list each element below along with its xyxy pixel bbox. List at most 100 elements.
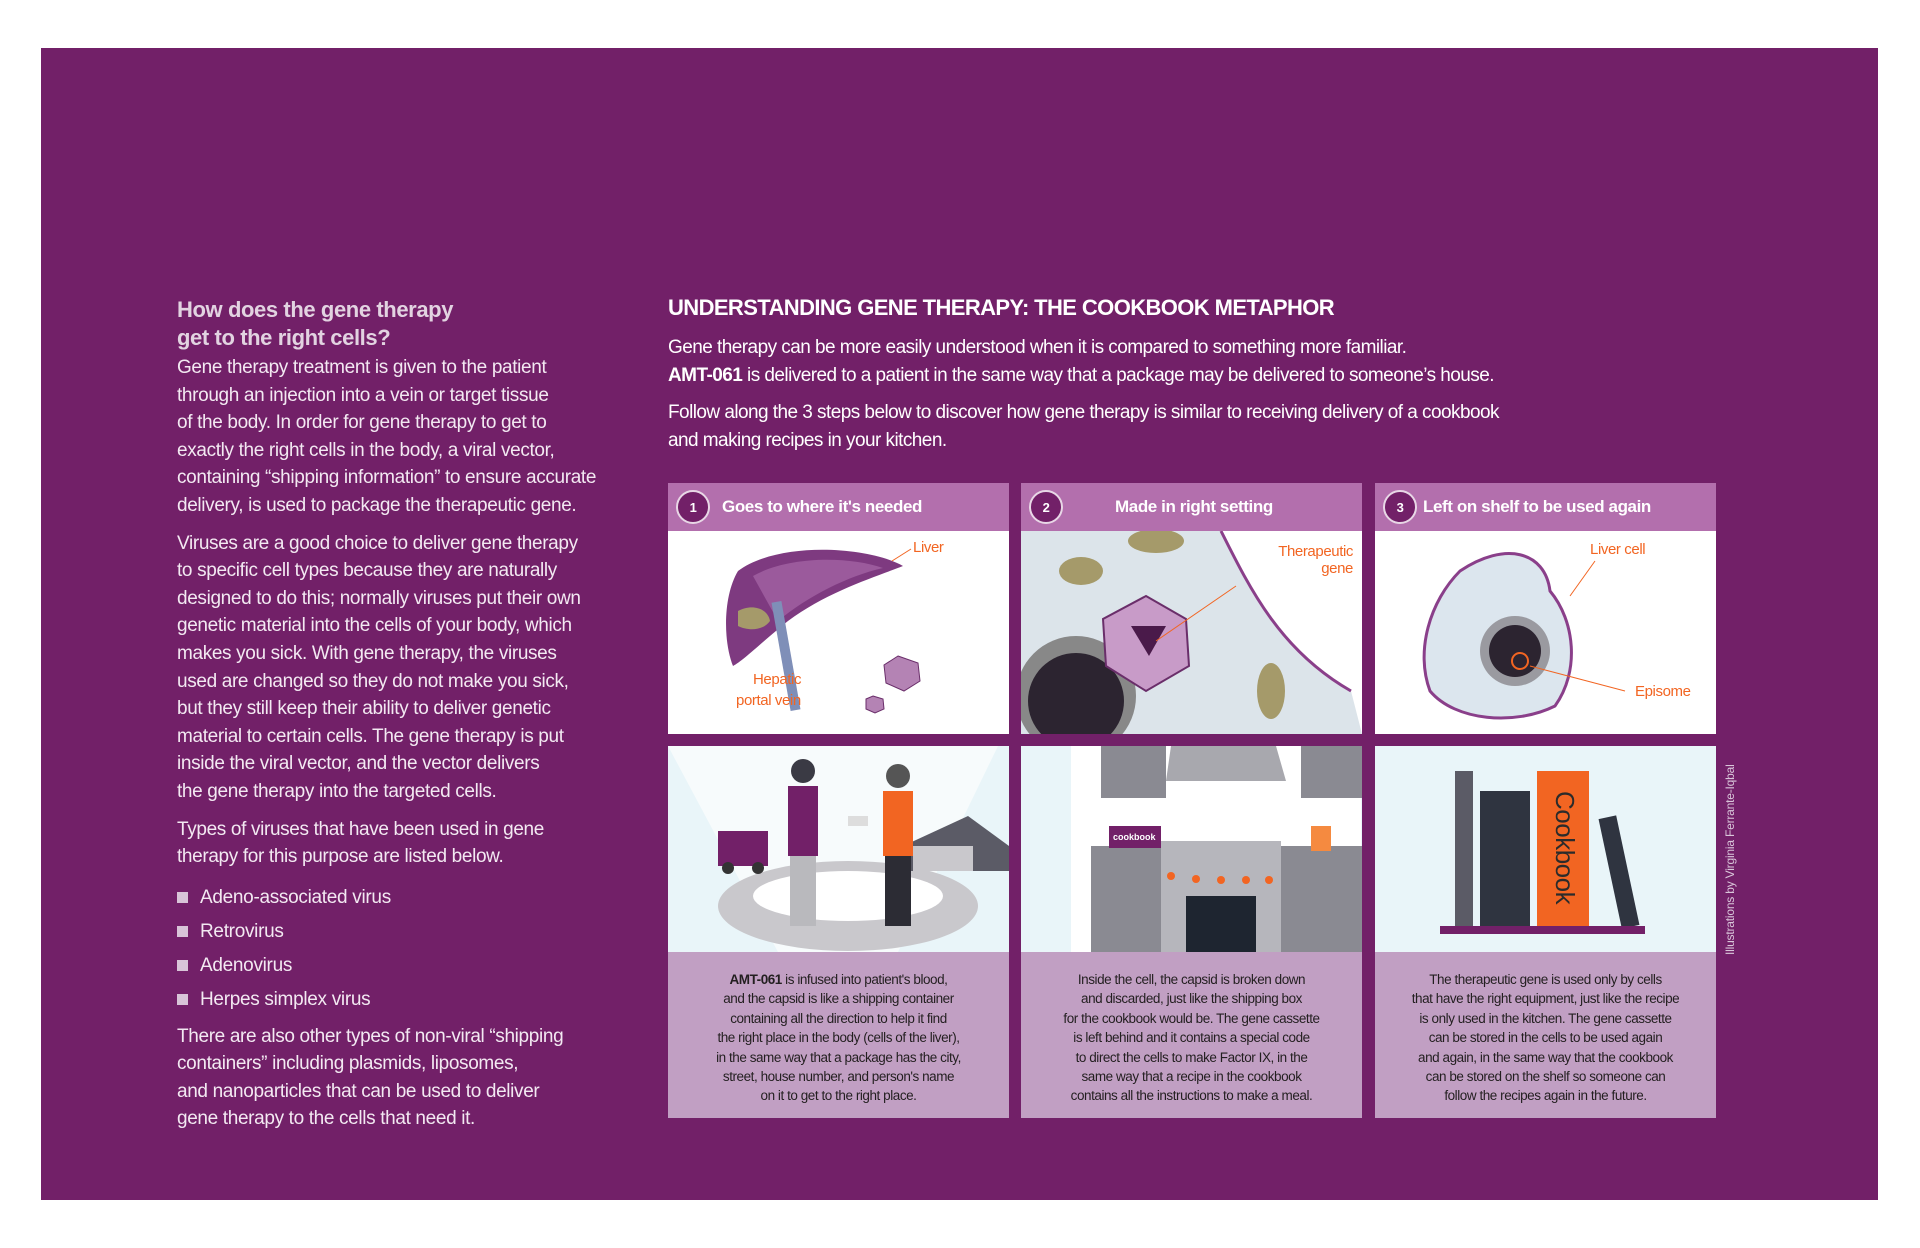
list-item-label: Herpes simplex virus <box>200 988 371 1010</box>
text-line: genetic material into the cells of your … <box>177 615 572 637</box>
left-heading: How does the gene therapy get to the rig… <box>177 296 647 352</box>
text-line: and making recipes in your kitchen. <box>668 430 947 451</box>
bookshelf-illustration: Cookbook <box>1375 746 1716 952</box>
step-caption: The therapeutic gene is used only by cel… <box>1375 952 1716 1118</box>
text-line: is only used in the kitchen. The gene ca… <box>1419 1010 1672 1026</box>
right-column: UNDERSTANDING GENE THERAPY: THE COOKBOOK… <box>668 292 1728 464</box>
text-line: and the capsid is like a shipping contai… <box>723 991 954 1007</box>
step-caption: Inside the cell, the capsid is broken do… <box>1021 952 1362 1118</box>
bookshelf-icon <box>1440 771 1645 934</box>
square-bullet-icon <box>177 960 188 972</box>
caption-lines: The therapeutic gene is used only by cel… <box>1375 970 1716 1106</box>
text-line: containing all the direction to help it … <box>730 1010 947 1026</box>
label-liver: Liver <box>913 539 944 556</box>
text-line: that have the right equipment, just like… <box>1411 991 1680 1007</box>
text-line: There are also other types of non-viral … <box>177 1025 564 1047</box>
list-item-label: Adeno-associated virus <box>200 886 391 908</box>
label-liver-cell: Liver cell <box>1590 541 1646 558</box>
square-bullet-icon <box>177 994 188 1006</box>
intro-paragraph: Gene therapy can be more easily understo… <box>668 334 1728 390</box>
delivery-illustration <box>668 746 1009 952</box>
divider <box>668 734 1009 746</box>
list-item: Herpes simplex virus <box>177 983 647 1017</box>
virus-list: Adeno-associated virus Retrovirus Adenov… <box>177 881 647 1017</box>
intro-line: Gene therapy can be more easily understo… <box>668 337 1407 358</box>
text-line: used are changed so they do not make you… <box>177 670 569 692</box>
text-line: Inside the cell, the capsid is broken do… <box>1077 972 1306 987</box>
step-3-card: 3 Left on shelf to be used again Liver c… <box>1375 483 1716 1118</box>
text-line: material to certain cells. The gene ther… <box>177 725 564 747</box>
caption-lines: Inside the cell, the capsid is broken do… <box>1021 970 1362 1106</box>
step-caption: AMT-061 is infused into patient's blood,… <box>668 952 1009 1118</box>
text-line: The therapeutic gene is used only by cel… <box>1429 972 1662 987</box>
text-line: the gene therapy into the targeted cells… <box>177 780 497 802</box>
left-column: How does the gene therapy get to the rig… <box>177 296 647 1143</box>
paragraph-viruses: Viruses are a good choice to deliver gen… <box>177 530 647 806</box>
text-line: in the same way that a package has the c… <box>716 1049 961 1065</box>
text-line: therapy for this purpose are listed belo… <box>177 846 504 868</box>
text-line: Follow along the 3 steps below to discov… <box>668 402 1500 423</box>
cookbook-spine-label: Cookbook <box>1550 791 1580 905</box>
text-line: through an injection into a vein or targ… <box>177 384 549 406</box>
text-line: inside the viral vector, and the vector … <box>177 753 540 775</box>
page-title: UNDERSTANDING GENE THERAPY: THE COOKBOOK… <box>668 295 1335 320</box>
text-line: exactly the right cells in the body, a v… <box>177 439 555 461</box>
intro-text: is delivered to a patient in the same wa… <box>742 365 1495 386</box>
text-line: follow the recipes again in the future. <box>1444 1088 1647 1104</box>
heading-line: get to the right cells? <box>177 325 391 350</box>
text-line: but they still keep their ability to del… <box>177 698 551 720</box>
text-line: the right place in the body (cells of th… <box>717 1030 960 1046</box>
intro-line: AMT-061 is delivered to a patient in the… <box>668 362 1728 390</box>
label-hepatic-portal-vein: portal vein <box>736 692 801 709</box>
label-hepatic-portal-vein: Hepatic <box>753 671 802 688</box>
delivery-person-icon <box>668 746 1009 952</box>
text-line: on it to get to the right place. <box>760 1088 917 1104</box>
text-line: of the body. In order for gene therapy t… <box>177 412 547 434</box>
heading-line: How does the gene therapy <box>177 297 454 322</box>
text-line: makes you sick. With gene therapy, the v… <box>177 642 557 664</box>
kitchen-illustration: cookbook <box>1021 746 1362 952</box>
illustration-credit: Illustrations by Virginia Ferrante-Iqbal <box>1723 764 1737 955</box>
list-item: Retrovirus <box>177 915 647 949</box>
step-number-badge: 2 <box>1029 490 1063 524</box>
text-line: Viruses are a good choice to deliver gen… <box>177 532 578 554</box>
caption-lines: and the capsid is like a shipping contai… <box>668 989 1009 1105</box>
list-item: Adeno-associated virus <box>177 881 647 915</box>
step-title: Left on shelf to be used again <box>1423 497 1651 516</box>
caption-line: AMT-061 is infused into patient's blood, <box>668 970 1009 989</box>
cookbook-box-label: cookbook <box>1113 832 1156 842</box>
text-line: and discarded, just like the shipping bo… <box>1081 991 1302 1007</box>
step-header: 3 Left on shelf to be used again <box>1375 483 1716 531</box>
list-item-label: Adenovirus <box>200 954 293 976</box>
text-line: street, house number, and person's name <box>722 1069 955 1085</box>
text-line: same way that a recipe in the cookbook <box>1081 1069 1302 1085</box>
paragraph-non-viral: There are also other types of non-viral … <box>177 1023 647 1133</box>
list-item: Adenovirus <box>177 949 647 983</box>
list-item-label: Retrovirus <box>200 920 284 942</box>
text-line: gene therapy to the cells that need it. <box>177 1108 475 1130</box>
text-line: designed to do this; normally viruses pu… <box>177 587 581 609</box>
step-1-card: 1 Goes to where it's needed Liver Hepati… <box>668 483 1009 1118</box>
step-number-badge: 1 <box>676 490 710 524</box>
text-line: for the cookbook would be. The gene cass… <box>1063 1010 1320 1026</box>
label-episome: Episome <box>1635 683 1691 700</box>
text-line: Types of viruses that have been used in … <box>177 818 544 840</box>
label-line: gene <box>1321 560 1353 577</box>
text-line: containing “shipping information” to ens… <box>177 467 597 489</box>
step-title: Made in right setting <box>1115 497 1273 516</box>
liver-cell-icon <box>1422 552 1626 720</box>
step-title: Goes to where it's needed <box>722 497 922 516</box>
liver-illustration: Liver Hepatic portal vein <box>668 531 1009 734</box>
text-line: and nanoparticles that can be used to de… <box>177 1080 540 1102</box>
text-line: can be stored on the shelf so someone ca… <box>1425 1069 1666 1085</box>
caption-text: is infused into patient's blood, <box>781 972 948 987</box>
paragraph-delivery: Gene therapy treatment is given to the p… <box>177 354 647 520</box>
liver-icon <box>726 548 921 714</box>
capsid-icon <box>1021 531 1362 734</box>
step-header: 2 Made in right setting <box>1021 483 1362 531</box>
text-line: and again, in the same way that the cook… <box>1418 1049 1673 1065</box>
text-line: is left behind and it contains a special… <box>1073 1030 1310 1046</box>
